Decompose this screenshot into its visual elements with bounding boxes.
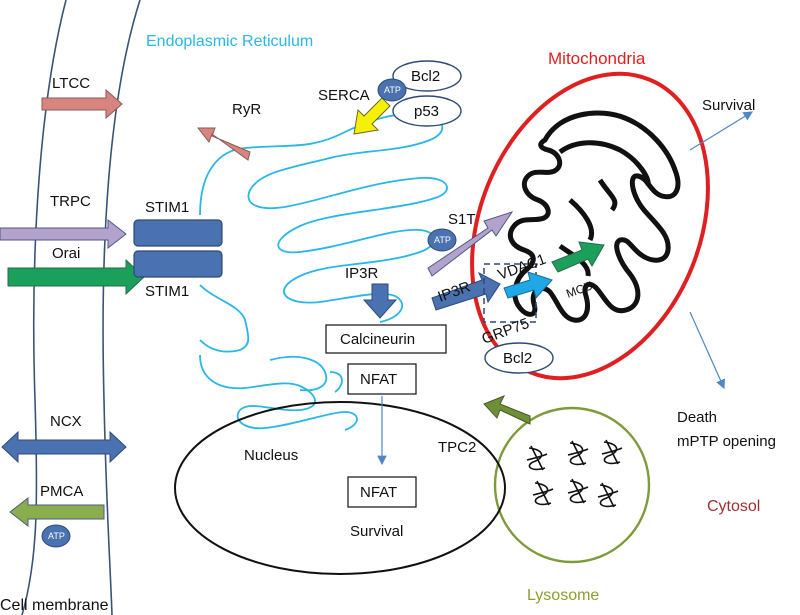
nucleus xyxy=(174,401,506,575)
nfat-cyto-box xyxy=(347,363,417,395)
cell-membrane xyxy=(21,0,141,615)
nfat-nucleus-box xyxy=(347,476,417,508)
mptp-label: mPTP opening xyxy=(677,433,776,450)
mitochondria-cristae xyxy=(507,110,681,323)
pmca-label: PMCA xyxy=(40,483,83,500)
nfat-cyto-label: NFAT xyxy=(360,371,397,388)
calcineurin-box xyxy=(325,324,447,354)
death-pathway-arrow xyxy=(689,311,725,390)
survival-mito-label: Survival xyxy=(702,97,755,114)
tpc2-label: TPC2 xyxy=(438,439,476,456)
lysosome-calcium-granules xyxy=(526,439,623,508)
ryr-label: RyR xyxy=(232,101,261,118)
cytosol-label: Cytosol xyxy=(707,498,760,515)
s1t-arrow xyxy=(427,211,514,277)
ltcc-arrow xyxy=(41,88,123,120)
stim1-bottom-block xyxy=(133,250,223,278)
death-label: Death xyxy=(677,409,717,426)
ncx-arrow xyxy=(1,430,127,464)
bcl2-mam-label: Bcl2 xyxy=(503,350,532,367)
calcineurin-label: Calcineurin xyxy=(340,331,415,348)
stim1-top-block xyxy=(133,219,223,247)
atp-pmca-text: ATP xyxy=(48,531,65,541)
cell-membrane-label: Cell membrane xyxy=(0,597,109,614)
nfat-nucleus-label: NFAT xyxy=(360,484,397,501)
ltcc-label: LTCC xyxy=(52,75,90,92)
ryr-arrow xyxy=(196,127,251,161)
bcl2-mam-oval xyxy=(484,342,554,374)
survival-pathway-arrow xyxy=(689,111,754,151)
orai-arrow xyxy=(7,258,145,296)
atp-s1t-text: ATP xyxy=(434,235,451,245)
bcl2-serca-oval xyxy=(392,60,462,92)
ip3r-er-label: IP3R xyxy=(345,265,379,282)
stim1-bottom-label: STIM1 xyxy=(145,283,189,300)
mcu-label: MCU xyxy=(564,278,594,301)
serca-label: SERCA xyxy=(318,87,370,104)
ncx-label: NCX xyxy=(50,413,82,430)
trpc-label: TRPC xyxy=(50,193,91,210)
serca-arrow xyxy=(353,97,391,135)
ip3r-mam-arrow xyxy=(431,271,501,311)
lysosome xyxy=(493,406,651,564)
atp-serca-icon xyxy=(377,78,407,102)
pmca-arrow xyxy=(9,496,105,528)
survival-nucleus-label: Survival xyxy=(350,523,403,540)
nucleus-label: Nucleus xyxy=(244,447,298,464)
vdac1-arrow xyxy=(503,271,553,300)
lysosome-label: Lysosome xyxy=(527,587,599,604)
atp-s1t-icon xyxy=(427,228,457,252)
atp-serca-text: ATP xyxy=(384,85,401,95)
mcu-arrow xyxy=(551,241,605,273)
mito-label: Mitochondria xyxy=(548,49,646,68)
trpc-arrow xyxy=(0,218,127,250)
stim1-top-label: STIM1 xyxy=(145,199,189,216)
mitochondria xyxy=(470,71,710,381)
ip3r-er-arrow xyxy=(362,283,398,319)
er-label: Endoplasmic Reticulum xyxy=(146,33,313,50)
p53-label: p53 xyxy=(414,103,439,120)
orai-label: Orai xyxy=(52,245,80,262)
tpc2-arrow xyxy=(483,395,531,425)
s1t-label: S1T xyxy=(448,211,476,228)
bcl2-serca-label: Bcl2 xyxy=(411,68,440,85)
p53-oval xyxy=(392,95,462,127)
atp-pmca-icon xyxy=(41,524,71,548)
